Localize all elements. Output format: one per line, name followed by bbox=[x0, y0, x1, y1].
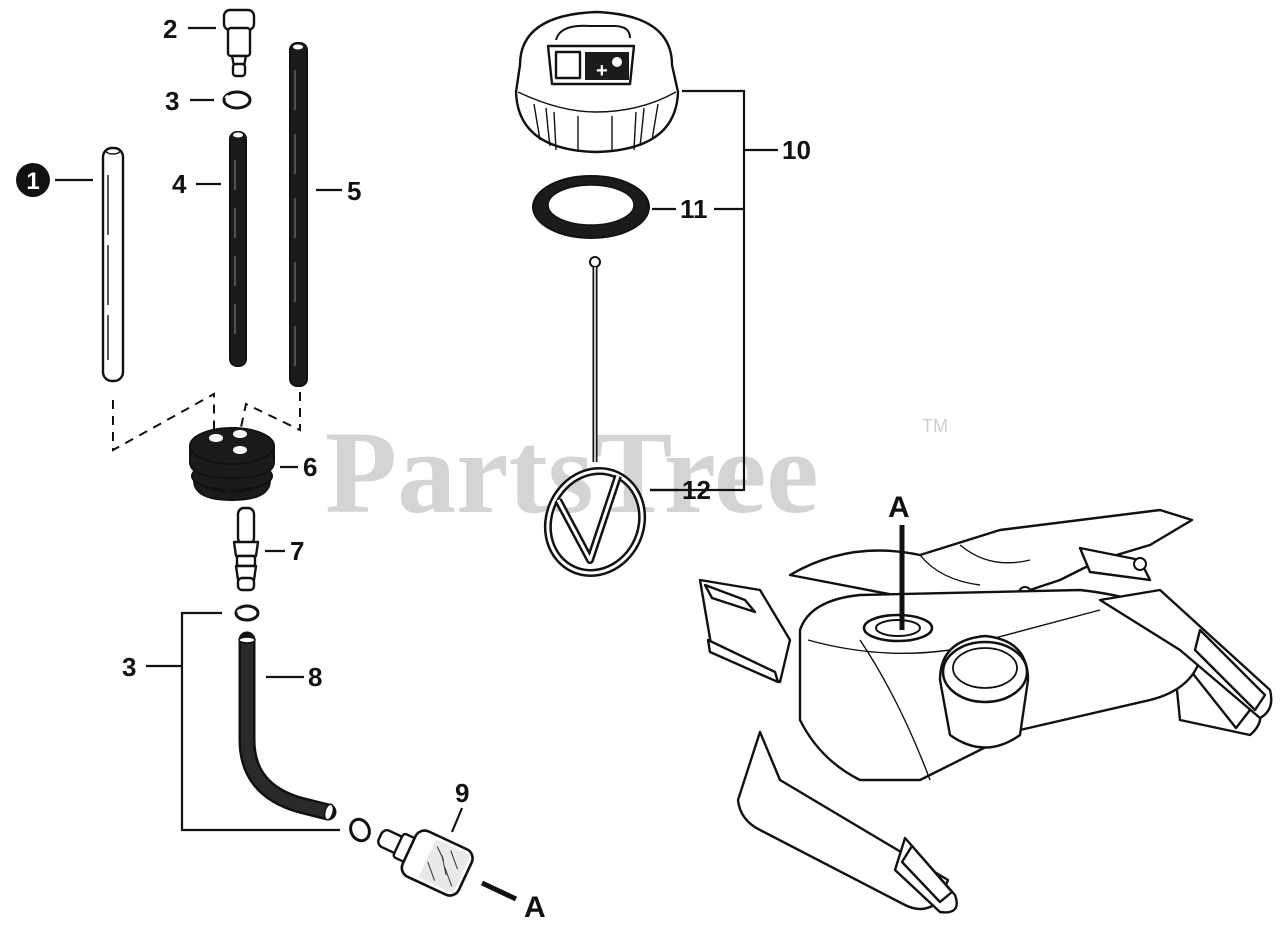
callout-5: 5 bbox=[347, 176, 361, 206]
part-4-fuel-line[interactable] bbox=[229, 131, 247, 367]
part-10-fuel-cap[interactable]: + bbox=[514, 10, 680, 154]
callout-12: 12 bbox=[682, 475, 711, 505]
part-6-grommet[interactable] bbox=[189, 427, 275, 502]
callout-1: 1 bbox=[26, 168, 39, 195]
mix-plus-icon: + bbox=[596, 60, 608, 82]
part-12-cap-retainer[interactable] bbox=[531, 256, 658, 589]
callout-4: 4 bbox=[172, 169, 187, 199]
assembly-dashed-lines bbox=[112, 392, 301, 452]
callout-6: 6 bbox=[303, 452, 317, 482]
part-2-fitting[interactable] bbox=[222, 8, 256, 78]
part-8-bent-fuel-line[interactable] bbox=[238, 631, 337, 821]
callout-8: 8 bbox=[308, 662, 322, 692]
callout-7: 7 bbox=[290, 536, 304, 566]
parts-tree-watermark: PartsTree bbox=[325, 407, 819, 538]
part-3-clip-top[interactable] bbox=[222, 90, 252, 110]
reference-a-filter: A bbox=[524, 891, 546, 924]
part-7-connector[interactable] bbox=[232, 506, 260, 592]
callout-11: 11 bbox=[680, 194, 708, 224]
callout-9: 9 bbox=[455, 778, 469, 808]
part-5-fuel-line[interactable] bbox=[289, 42, 308, 387]
callout-3-top: 3 bbox=[165, 86, 179, 116]
callout-2: 2 bbox=[163, 14, 177, 44]
trademark-symbol: TM bbox=[922, 416, 948, 436]
callout-10: 10 bbox=[782, 135, 811, 165]
part-11-cap-gasket[interactable] bbox=[532, 175, 650, 239]
part-9-fuel-filter[interactable] bbox=[370, 814, 476, 899]
reference-a-tank: A bbox=[888, 491, 910, 524]
callout-1-badge bbox=[16, 163, 50, 197]
part-3-clip-bottom[interactable] bbox=[234, 604, 373, 844]
callout-3-bottom: 3 bbox=[122, 652, 136, 682]
part-1-fuel-line[interactable] bbox=[101, 146, 125, 383]
fuel-tank-housing[interactable] bbox=[698, 508, 1273, 914]
